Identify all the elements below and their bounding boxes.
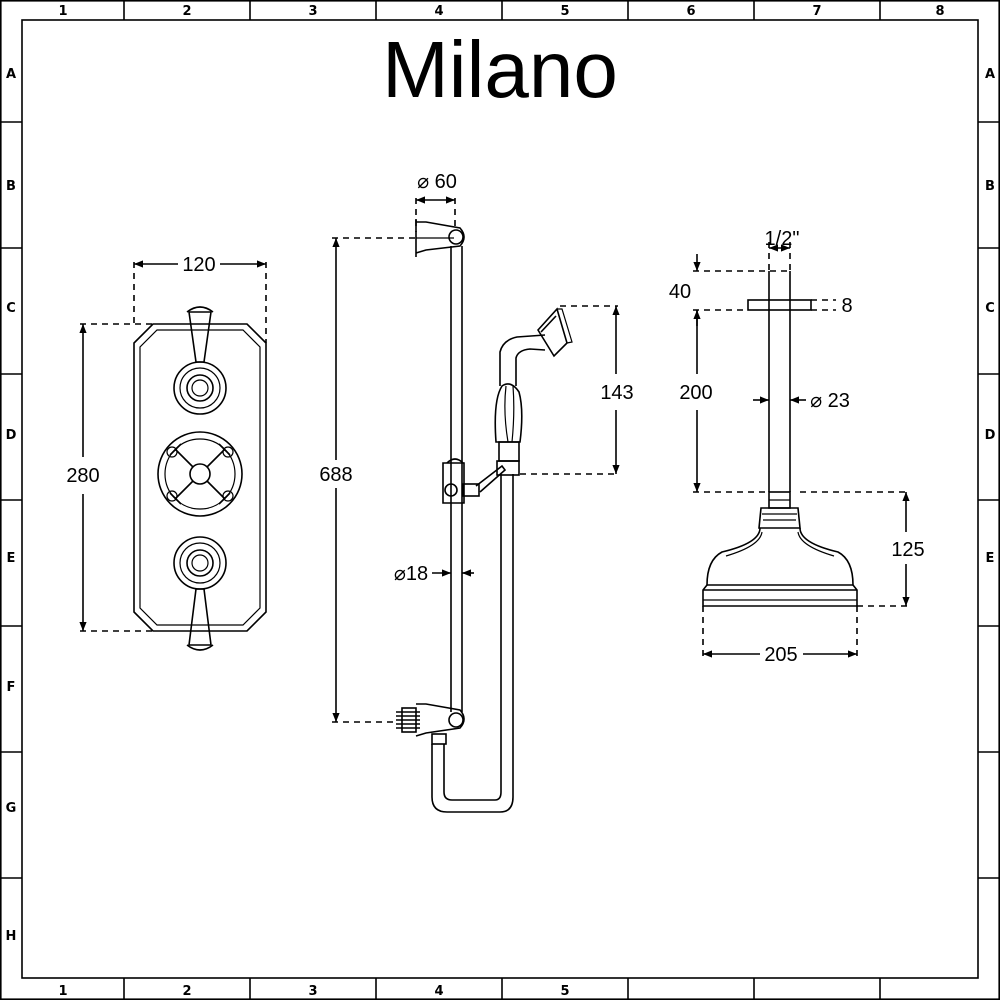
col-label-6: 6: [686, 4, 695, 19]
thread-size-label: 1/2": [765, 228, 800, 250]
col-label-1-bottom: 1: [58, 984, 67, 999]
col-label-3-bottom: 3: [308, 984, 317, 999]
col-label-7: 7: [812, 4, 821, 19]
col-label-4: 4: [434, 4, 443, 19]
col-label-2: 2: [182, 4, 191, 19]
row-label-A-right: A: [985, 67, 995, 82]
row-label-H: H: [6, 929, 17, 944]
grid-column-labels-bottom: 1 2 3 4 5: [58, 984, 569, 999]
head-height-label: 125: [891, 539, 924, 561]
ceiling-arm-shower-head-drawing: 1/2" 40 200 8 ⌀ 23 125 205: [669, 228, 925, 666]
upper-length-label: 40: [669, 281, 691, 303]
row-label-D-right: D: [985, 428, 996, 443]
thermostatic-valve-drawing: 120 280: [66, 254, 267, 651]
handset-height-label: 143: [600, 382, 633, 404]
valve-width-label: 120: [182, 254, 215, 276]
col-label-3: 3: [308, 4, 317, 19]
grid-row-labels-right: A B C D E: [985, 67, 996, 566]
row-label-B: B: [6, 179, 16, 194]
row-label-G: G: [6, 801, 17, 816]
row-label-C: C: [6, 301, 16, 316]
col-label-5: 5: [560, 4, 569, 19]
arm-diameter-label: ⌀ 23: [810, 390, 850, 412]
rail-diameter-label: ⌀18: [394, 563, 428, 585]
row-label-D: D: [6, 428, 17, 443]
grid-row-labels-left: A B C D E F G H: [6, 67, 17, 944]
col-label-8: 8: [935, 4, 944, 19]
row-label-E-right: E: [986, 551, 995, 566]
bracket-diameter-label: ⌀ 60: [417, 171, 457, 193]
col-label-5-bottom: 5: [560, 984, 569, 999]
col-label-2-bottom: 2: [182, 984, 191, 999]
col-label-4-bottom: 4: [434, 984, 443, 999]
grid-column-labels-top: 1 2 3 4 5 6 7 8: [58, 4, 944, 19]
brand-title: Milano: [382, 25, 618, 114]
head-diameter-label: 205: [764, 644, 797, 666]
row-label-F: F: [7, 680, 16, 695]
valve-height-label: 280: [66, 465, 99, 487]
row-label-B-right: B: [985, 179, 995, 194]
arm-length-label: 200: [679, 382, 712, 404]
row-label-A: A: [6, 67, 16, 82]
rail-length-label: 688: [319, 464, 352, 486]
flange-thickness-label: 8: [841, 295, 852, 317]
row-label-C-right: C: [985, 301, 995, 316]
row-label-E: E: [7, 551, 16, 566]
col-label-1: 1: [58, 4, 67, 19]
slide-rail-drawing: ⌀ 60 688 ⌀18 143: [319, 171, 634, 813]
